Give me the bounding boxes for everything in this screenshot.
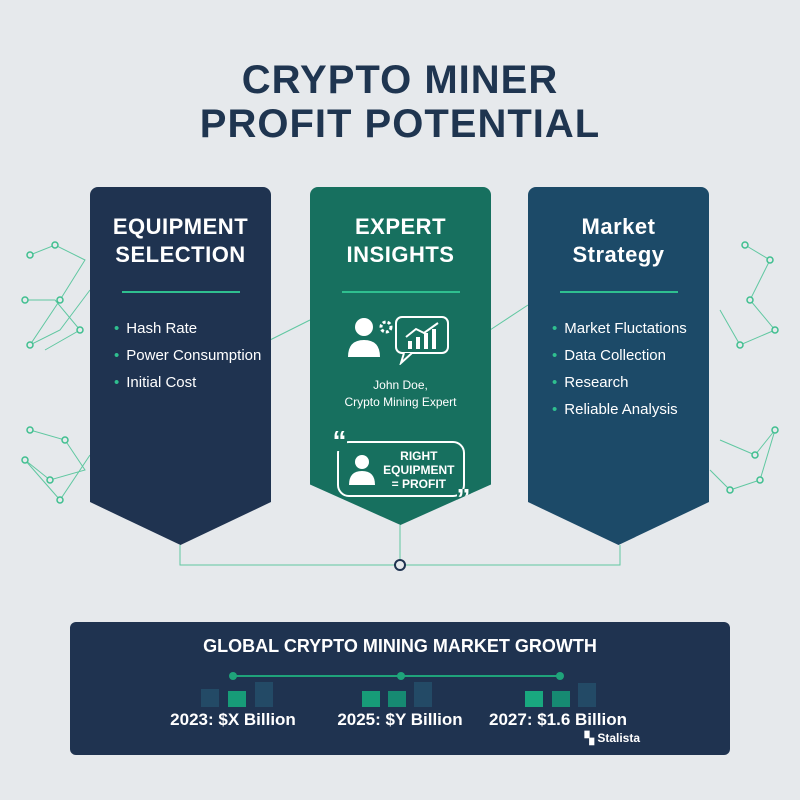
divider: [559, 291, 678, 293]
milestone-2023: 2023: $X Billion: [170, 710, 296, 729]
milestone-2027: 2027: $1.6 Billion: [489, 710, 627, 729]
divider: [341, 291, 460, 293]
milestone-2025: 2025: $Y Billion: [337, 710, 463, 729]
divider: [121, 291, 240, 293]
list-item: Hash Rate: [114, 315, 271, 342]
list-item: Research: [552, 369, 709, 396]
bars-2025: [362, 682, 432, 707]
list-item: Market Fluctations: [552, 315, 709, 342]
timeline-node: [229, 672, 237, 680]
list-item: Initial Cost: [114, 369, 271, 396]
panel-title: GLOBAL CRYPTO MINING MARKET GROWTH: [203, 636, 597, 656]
title-line-1: CRYPTO MINER: [241, 58, 559, 102]
bars-2027: [525, 683, 596, 707]
title-line-2: PROFIT POTENTIAL: [199, 102, 601, 146]
person-icon: [348, 455, 375, 485]
page-title: CRYPTO MINER PROFIT POTENTIAL: [0, 58, 800, 146]
expert-chart-icon: [347, 316, 449, 365]
source-logo-icon: ▚: [584, 731, 594, 745]
open-quote-icon: “: [332, 425, 347, 456]
growth-timeline: [201, 672, 596, 707]
expert-attribution: John Doe,Crypto Mining Expert: [344, 378, 457, 409]
connector-node: [394, 559, 406, 571]
bars-2023: [201, 682, 273, 707]
list-item: Data Collection: [552, 342, 709, 369]
list-item: Power Consumption: [114, 342, 271, 369]
timeline-node: [556, 672, 564, 680]
source-label: ▚ Stalista: [584, 731, 640, 745]
list-item: Reliable Analysis: [552, 396, 709, 423]
timeline-node: [397, 672, 405, 680]
market-growth-panel: GLOBAL CRYPTO MINING MARKET GROWTH 2023:…: [70, 622, 730, 755]
